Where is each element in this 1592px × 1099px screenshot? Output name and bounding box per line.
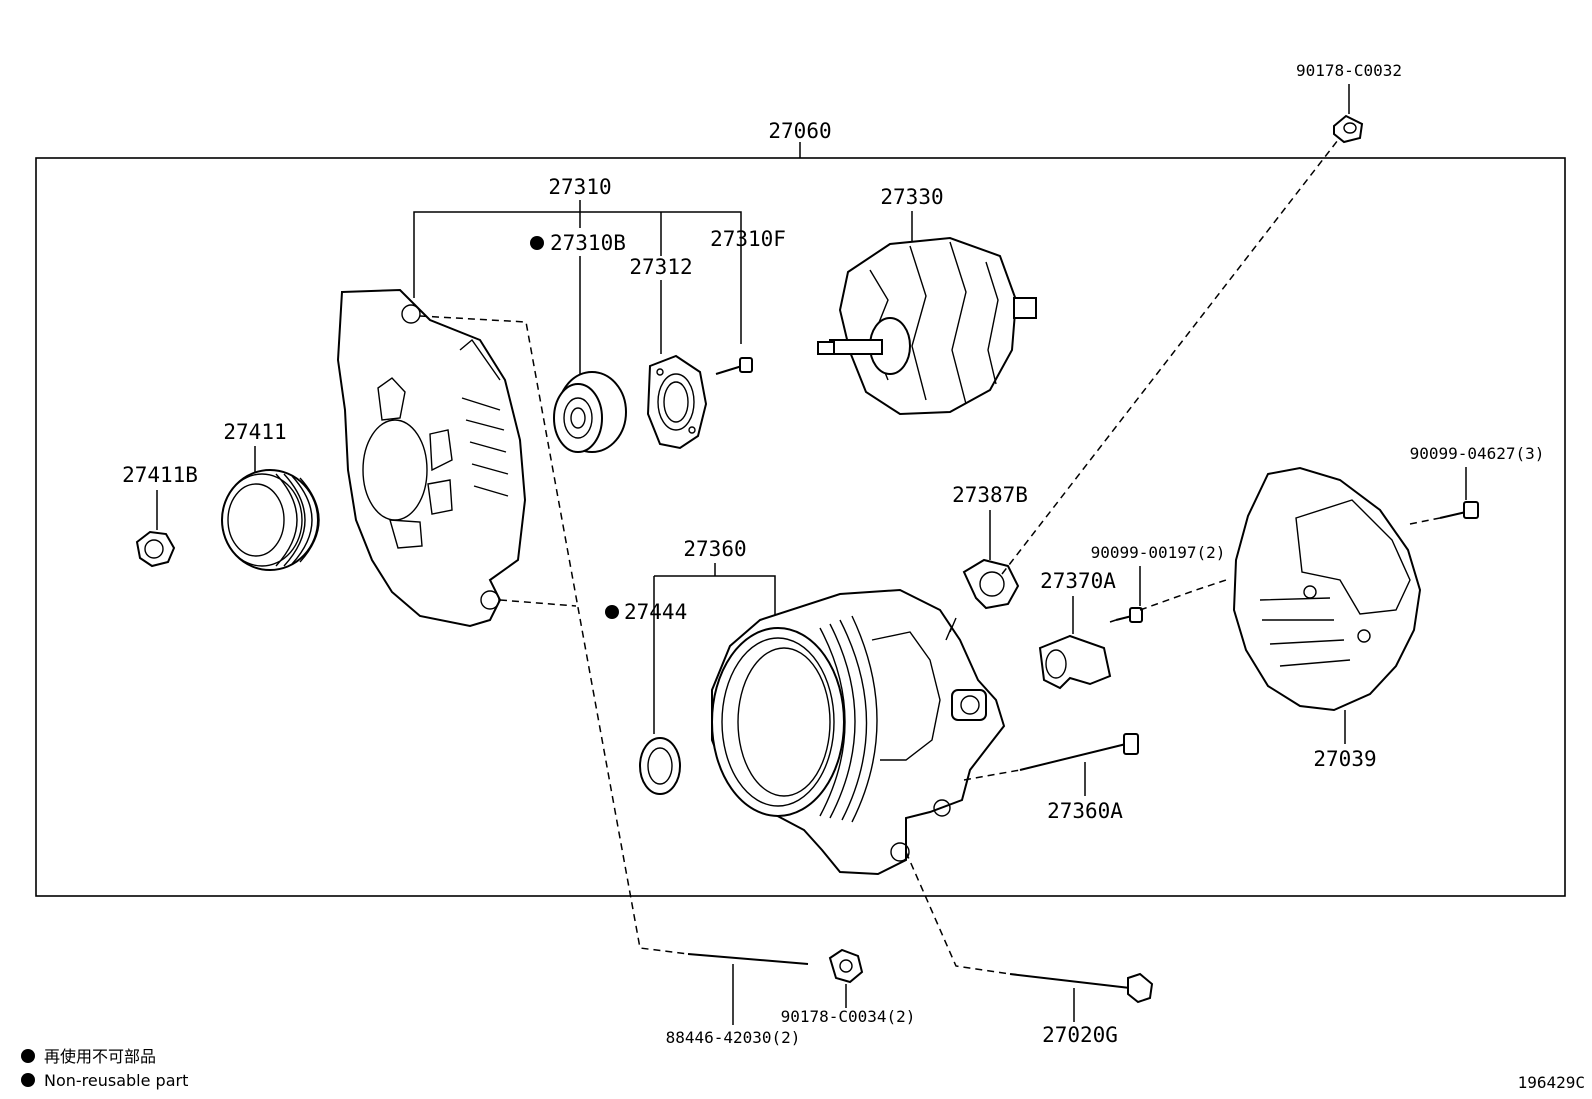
seal-ring-27444[interactable] (639, 737, 681, 795)
leader-group-27360: 27360 27444 (605, 537, 776, 734)
label-88446-42030[interactable]: 88446-42030(2) (666, 1028, 801, 1047)
label-27411[interactable]: 27411 (223, 420, 286, 444)
screw-27310F[interactable] (715, 357, 753, 375)
legend-marker-en (21, 1073, 35, 1087)
leader-group-27310: 27310 27310B 27312 27310F (413, 175, 786, 378)
label-27312[interactable]: 27312 (629, 255, 692, 279)
label-90099-04627[interactable]: 90099-04627(3) (1410, 444, 1545, 463)
legend: 再使用不可部品 Non-reusable part (21, 1047, 188, 1090)
rear-housing-27360[interactable] (711, 588, 1006, 876)
label-27370A[interactable]: 27370A (1040, 569, 1116, 593)
drive-end-frame[interactable] (336, 288, 527, 628)
label-90099-00197[interactable]: 90099-00197(2) (1091, 543, 1226, 562)
through-bolt-27360A[interactable]: 27360A (1019, 733, 1139, 823)
label-27039[interactable]: 27039 (1313, 747, 1376, 771)
bearing-27310B[interactable] (553, 371, 627, 453)
assembly-dashed-lines (419, 139, 1441, 975)
end-cover-27039[interactable]: 27039 (1232, 466, 1422, 771)
label-27444[interactable]: 27444 (624, 600, 687, 624)
label-27060[interactable]: 27060 (768, 119, 831, 143)
label-27411B[interactable]: 27411B (122, 463, 198, 487)
terminal-insulator-27387B[interactable]: 27387B (952, 483, 1028, 610)
legend-text-en: Non-reusable part (44, 1071, 188, 1090)
label-90178-C0032[interactable]: 90178-C0032 (1296, 61, 1402, 80)
label-27360A[interactable]: 27360A (1047, 799, 1123, 823)
non-reusable-marker-27444 (605, 605, 619, 619)
label-27387B[interactable]: 27387B (952, 483, 1028, 507)
nut-27411B[interactable]: 27411B (122, 463, 198, 568)
screw-90099-00197[interactable]: 90099-00197(2) (1091, 543, 1226, 623)
assembly-frame: 27060 (35, 119, 1566, 897)
non-reusable-marker-27310B (530, 236, 544, 250)
bolt-90099-04627[interactable]: 90099-04627(3) (1410, 444, 1545, 519)
nut-90178-C0032[interactable]: 90178-C0032 (1296, 61, 1402, 144)
pulley-27411[interactable]: 27411 (221, 420, 320, 571)
label-27330[interactable]: 27330 (880, 185, 943, 209)
label-27310B[interactable]: 27310B (550, 231, 626, 255)
bolt-27020G[interactable]: 27020G (1009, 972, 1154, 1047)
label-27020G[interactable]: 27020G (1042, 1023, 1118, 1047)
retainer-plate-27312[interactable] (646, 354, 708, 450)
legend-text-jp: 再使用不可部品 (44, 1047, 156, 1066)
label-27360[interactable]: 27360 (683, 537, 746, 561)
legend-marker-jp (21, 1049, 35, 1063)
label-27310F[interactable]: 27310F (710, 227, 786, 251)
figure-id: 196429C (1518, 1073, 1585, 1092)
regulator-27370A[interactable]: 27370A (1038, 569, 1116, 690)
stud-bolt-88446-42030[interactable]: 88446-42030(2) (666, 953, 809, 1047)
nut-90178-C0034[interactable]: 90178-C0034(2) (781, 948, 916, 1026)
label-27310[interactable]: 27310 (548, 175, 611, 199)
rotor-27330[interactable]: 27330 (817, 185, 1037, 416)
label-90178-C0034[interactable]: 90178-C0034(2) (781, 1007, 916, 1026)
